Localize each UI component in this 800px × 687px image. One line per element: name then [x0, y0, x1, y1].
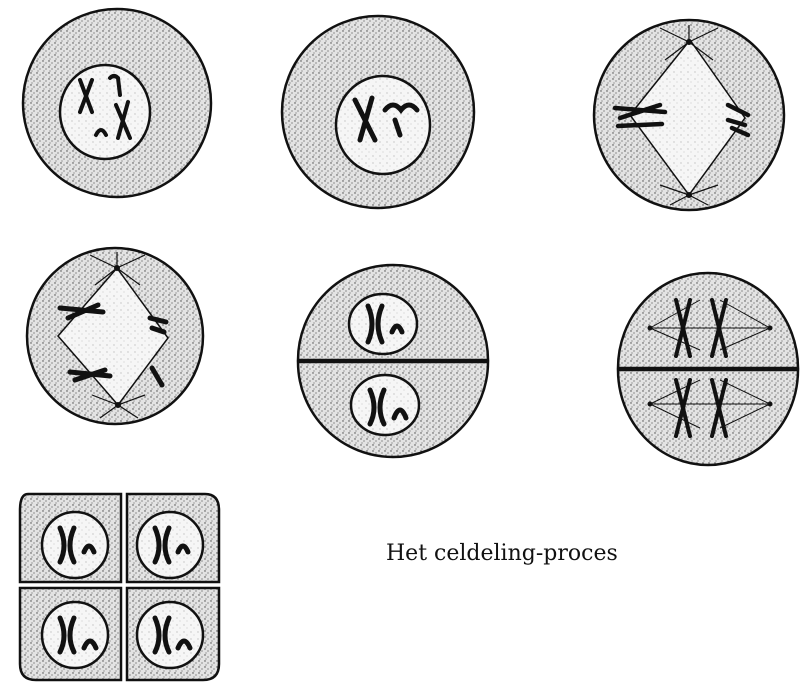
nucleus-4	[137, 602, 203, 668]
stage-7-cell	[20, 494, 219, 680]
nucleus-2	[137, 512, 203, 578]
diagram-caption: Het celdeling-proces	[386, 541, 618, 566]
stage-4-cell	[27, 248, 203, 424]
nucleus	[60, 65, 150, 159]
stage-1-cell	[23, 9, 211, 197]
stage-6-cell	[618, 273, 798, 465]
nucleus-3	[42, 602, 108, 668]
nucleus-top	[349, 294, 417, 354]
stage-3-cell	[594, 20, 784, 210]
nucleus	[336, 76, 430, 174]
nucleus-1	[42, 512, 108, 578]
stage-5-cell	[298, 265, 488, 457]
stage-2-cell	[282, 16, 474, 208]
